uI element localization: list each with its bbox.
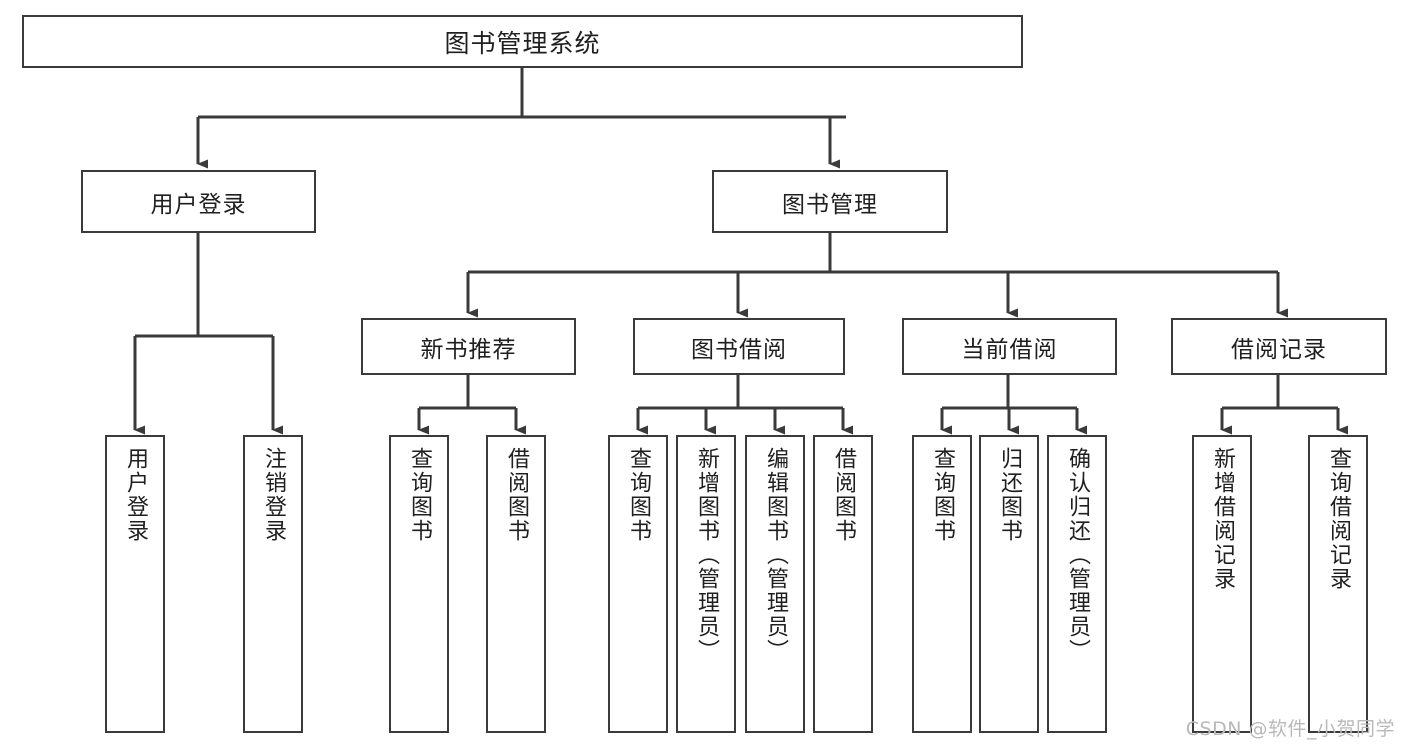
watermark-text: CSDN @软件_小贺同学: [1185, 718, 1395, 740]
node-leaf-borrow-book-1[interactable]: 借阅图书: [486, 435, 546, 733]
node-leaf-query-book-1[interactable]: 查询图书: [389, 435, 449, 733]
node-leaf-logout-label: 注销登录: [260, 447, 286, 543]
node-leaf-borrow-book-2-label: 借阅图书: [830, 447, 856, 543]
node-leaf-logout[interactable]: 注销登录: [243, 435, 303, 733]
node-current-borrow[interactable]: 当前借阅: [902, 318, 1117, 375]
node-leaf-query-book-3[interactable]: 查询图书: [912, 435, 972, 733]
node-leaf-confirm-return-label: 确认归还（管理员）: [1064, 447, 1090, 663]
node-leaf-query-book-1-label: 查询图书: [406, 447, 432, 543]
node-leaf-add-record[interactable]: 新增借阅记录: [1192, 435, 1252, 733]
node-borrow-record-label: 借阅记录: [1231, 336, 1327, 363]
node-leaf-query-book-3-label: 查询图书: [929, 447, 955, 543]
node-leaf-borrow-book-2[interactable]: 借阅图书: [813, 435, 873, 733]
node-book-borrow-label: 图书借阅: [691, 336, 787, 363]
node-leaf-query-record[interactable]: 查询借阅记录: [1308, 435, 1368, 733]
node-root[interactable]: 图书管理系统: [22, 15, 1023, 68]
node-leaf-add-record-label: 新增借阅记录: [1209, 447, 1235, 591]
node-root-label: 图书管理系统: [444, 28, 601, 58]
node-leaf-query-book-2[interactable]: 查询图书: [608, 435, 668, 733]
node-book-manage[interactable]: 图书管理: [712, 170, 948, 233]
node-leaf-edit-book[interactable]: 编辑图书（管理员）: [745, 435, 805, 733]
node-leaf-return-book[interactable]: 归还图书: [979, 435, 1039, 733]
node-book-manage-label: 图书管理: [782, 191, 878, 218]
node-leaf-add-book[interactable]: 新增图书（管理员）: [676, 435, 736, 733]
node-leaf-edit-book-label: 编辑图书（管理员）: [762, 447, 788, 663]
node-leaf-query-record-label: 查询借阅记录: [1325, 447, 1351, 591]
node-leaf-return-book-label: 归还图书: [996, 447, 1022, 543]
node-leaf-query-book-2-label: 查询图书: [625, 447, 651, 543]
node-leaf-borrow-book-1-label: 借阅图书: [503, 447, 529, 543]
node-leaf-user-login[interactable]: 用户登录: [105, 435, 165, 733]
node-user-login[interactable]: 用户登录: [81, 170, 316, 233]
node-leaf-add-book-label: 新增图书（管理员）: [693, 447, 719, 663]
node-current-borrow-label: 当前借阅: [961, 336, 1058, 363]
node-borrow-record[interactable]: 借阅记录: [1171, 318, 1387, 375]
node-new-book-recommend[interactable]: 新书推荐: [361, 318, 576, 375]
node-book-borrow[interactable]: 图书借阅: [633, 318, 845, 375]
node-user-login-label: 用户登录: [150, 191, 247, 218]
node-new-book-recommend-label: 新书推荐: [420, 336, 517, 363]
node-leaf-user-login-label: 用户登录: [122, 447, 148, 543]
node-leaf-confirm-return[interactable]: 确认归还（管理员）: [1047, 435, 1107, 733]
